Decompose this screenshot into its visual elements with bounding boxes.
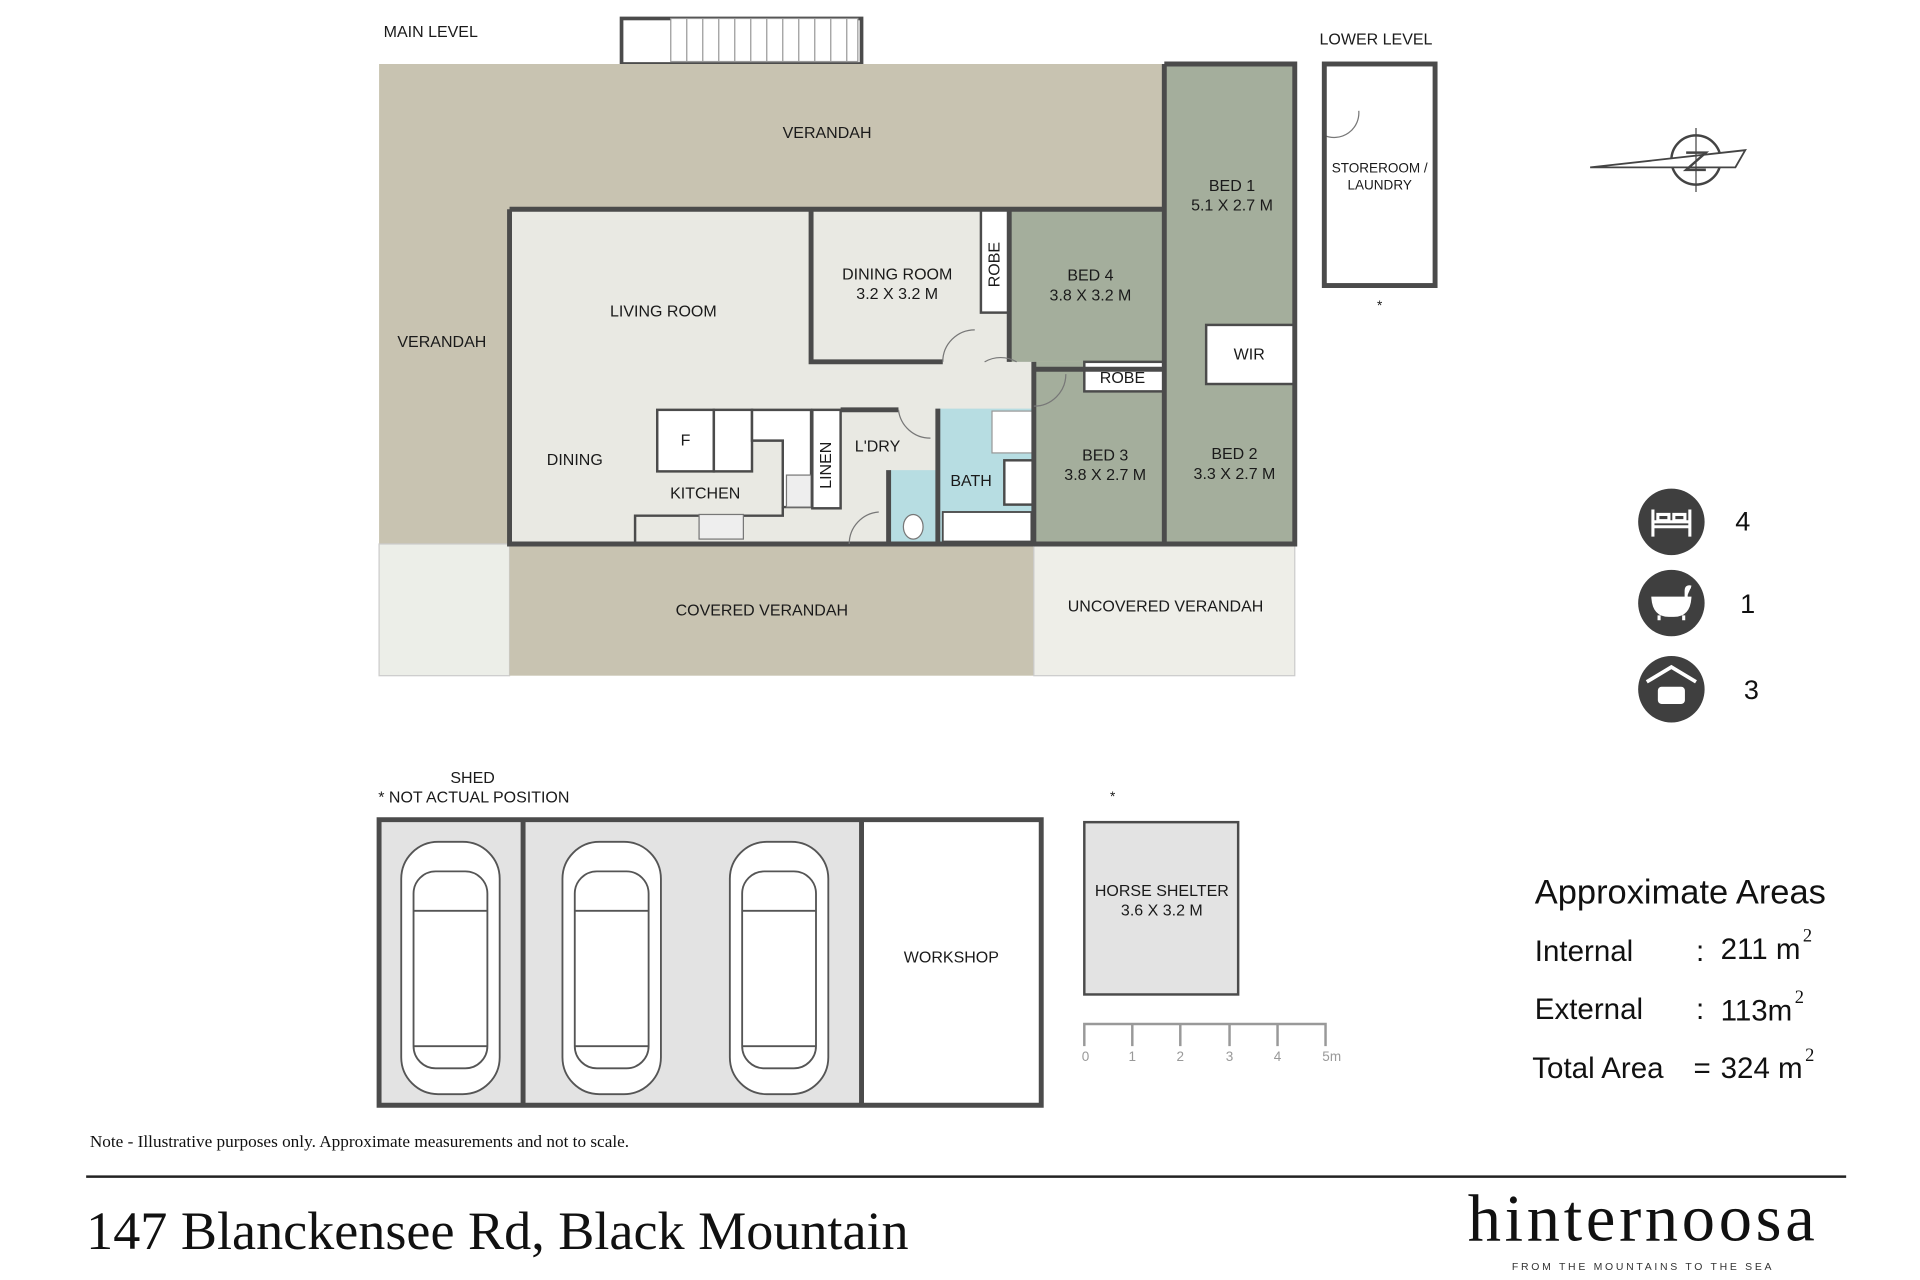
- property-address: 147 Blanckensee Rd, Black Mountain: [86, 1201, 908, 1261]
- bed2-label: BED 2: [1211, 446, 1257, 463]
- main-level-plan: [378, 16, 1360, 677]
- external-value: 113m: [1721, 994, 1793, 1027]
- robe-2-label: ROBE: [1100, 370, 1145, 387]
- shed-walls: [376, 817, 1044, 1108]
- dining-label: DINING: [547, 452, 603, 469]
- toilet-icon: [902, 513, 924, 540]
- scale-tick: 3: [1226, 1049, 1234, 1064]
- laundry-label: L'DRY: [855, 439, 901, 456]
- kitchen-label: KITCHEN: [670, 485, 740, 502]
- linen-box: [811, 408, 842, 510]
- compass-icon: [1590, 128, 1747, 192]
- horse-shelter-note: *: [1110, 789, 1116, 804]
- horse-shelter-size: 3.6 X 3.2 M: [1121, 903, 1203, 920]
- workshop-area: [861, 819, 1042, 1106]
- stairs-icon: [670, 17, 859, 63]
- total-sup: 2: [1805, 1045, 1814, 1065]
- bath-label: BATH: [950, 473, 991, 490]
- verandah-top-label: VERANDAH: [783, 125, 872, 142]
- scale-tick: 2: [1177, 1049, 1185, 1064]
- workshop-label: WORKSHOP: [904, 949, 999, 966]
- car-icon: [728, 840, 830, 1096]
- scale-bar: [1083, 1022, 1327, 1047]
- verandah-left-label: VERANDAH: [397, 334, 486, 351]
- bed-count: 4: [1735, 505, 1750, 536]
- living-room-label: LIVING ROOM: [610, 303, 717, 320]
- horse-shelter-label: HORSE SHELTER: [1095, 883, 1229, 900]
- internal-sep: :: [1696, 935, 1704, 968]
- wir-label: WIR: [1234, 346, 1265, 363]
- dining-room-size: 3.2 X 3.2 M: [856, 286, 938, 303]
- total-sep: =: [1694, 1052, 1711, 1085]
- internal-sup: 2: [1803, 926, 1812, 946]
- brand-logo: hinternoosa: [1468, 1183, 1819, 1256]
- bed4-size: 3.8 X 3.2 M: [1050, 287, 1132, 304]
- walls: [507, 61, 1298, 547]
- car-icon: [400, 840, 501, 1096]
- main-level-label: MAIN LEVEL: [384, 24, 478, 41]
- disclaimer-note: Note - Illustrative purposes only. Appro…: [90, 1132, 629, 1151]
- internal-label: Internal: [1535, 935, 1633, 968]
- internal-value: 211 m: [1721, 933, 1801, 966]
- stove-icon: [785, 474, 812, 508]
- total-value: 324 m: [1721, 1052, 1803, 1085]
- vanity-icon: [1003, 459, 1036, 506]
- horse-shelter-box: [1083, 820, 1240, 996]
- scale-tick: 0: [1082, 1049, 1090, 1064]
- bed4-label: BED 4: [1067, 268, 1113, 285]
- wir-box: [1204, 323, 1296, 386]
- feature-garage: 3: [1638, 656, 1759, 723]
- external-label: External: [1535, 993, 1643, 1026]
- lower-level-label: LOWER LEVEL: [1320, 31, 1433, 48]
- external-sup: 2: [1795, 987, 1804, 1007]
- bed1-size: 5.1 X 2.7 M: [1191, 197, 1273, 214]
- bed1-label: BED 1: [1209, 178, 1255, 195]
- storeroom-note: *: [1377, 298, 1383, 313]
- external-sep: :: [1696, 993, 1704, 1026]
- brand-tagline: FROM THE MOUNTAINS TO THE SEA: [1512, 1262, 1774, 1273]
- linen-label: LINEN: [818, 442, 835, 489]
- garage-count: 3: [1744, 674, 1759, 705]
- robe-1-label: ROBE: [986, 242, 1003, 287]
- open-area-left: [378, 543, 511, 677]
- areas-title: Approximate Areas: [1535, 873, 1826, 911]
- fridge-label: F: [681, 433, 691, 450]
- bed3-label: BED 3: [1082, 447, 1128, 464]
- bed2-size: 3.3 X 2.7 M: [1194, 466, 1276, 483]
- bed4-area: [1009, 209, 1165, 362]
- uncovered-verandah-label: UNCOVERED VERANDAH: [1068, 599, 1264, 616]
- uncovered-verandah-area: [1033, 543, 1296, 677]
- total-label: Total Area: [1532, 1052, 1664, 1085]
- covered-verandah-label: COVERED VERANDAH: [676, 602, 848, 619]
- feature-bath: 1: [1638, 569, 1755, 637]
- scale-tick: 1: [1129, 1049, 1137, 1064]
- car-icons: [400, 840, 830, 1096]
- bathtub-icon: [941, 511, 1033, 543]
- covered-verandah-area: [509, 544, 1034, 676]
- scale-tick: 4: [1274, 1049, 1282, 1064]
- shower-icon: [991, 410, 1035, 454]
- storeroom-label: STOREROOM /: [1332, 160, 1428, 175]
- scale-tick: 5m: [1322, 1049, 1341, 1064]
- sink-icon: [698, 513, 744, 540]
- shed-note: * NOT ACTUAL POSITION: [378, 789, 569, 806]
- car-icon: [561, 840, 662, 1096]
- feature-bed: 4: [1638, 488, 1750, 556]
- bed3-size: 3.8 X 2.7 M: [1064, 467, 1146, 484]
- door-swings: [848, 110, 1360, 545]
- bath-count: 1: [1740, 588, 1755, 619]
- pantry-box: [712, 408, 754, 473]
- bed1-bed2-area: [1164, 64, 1295, 544]
- dining-room-label: DINING ROOM: [842, 266, 952, 283]
- storeroom-label-2: LAUNDRY: [1348, 178, 1412, 193]
- storeroom-box: [1321, 61, 1438, 288]
- shed-label: SHED: [450, 770, 494, 787]
- fridge-box: [656, 408, 716, 473]
